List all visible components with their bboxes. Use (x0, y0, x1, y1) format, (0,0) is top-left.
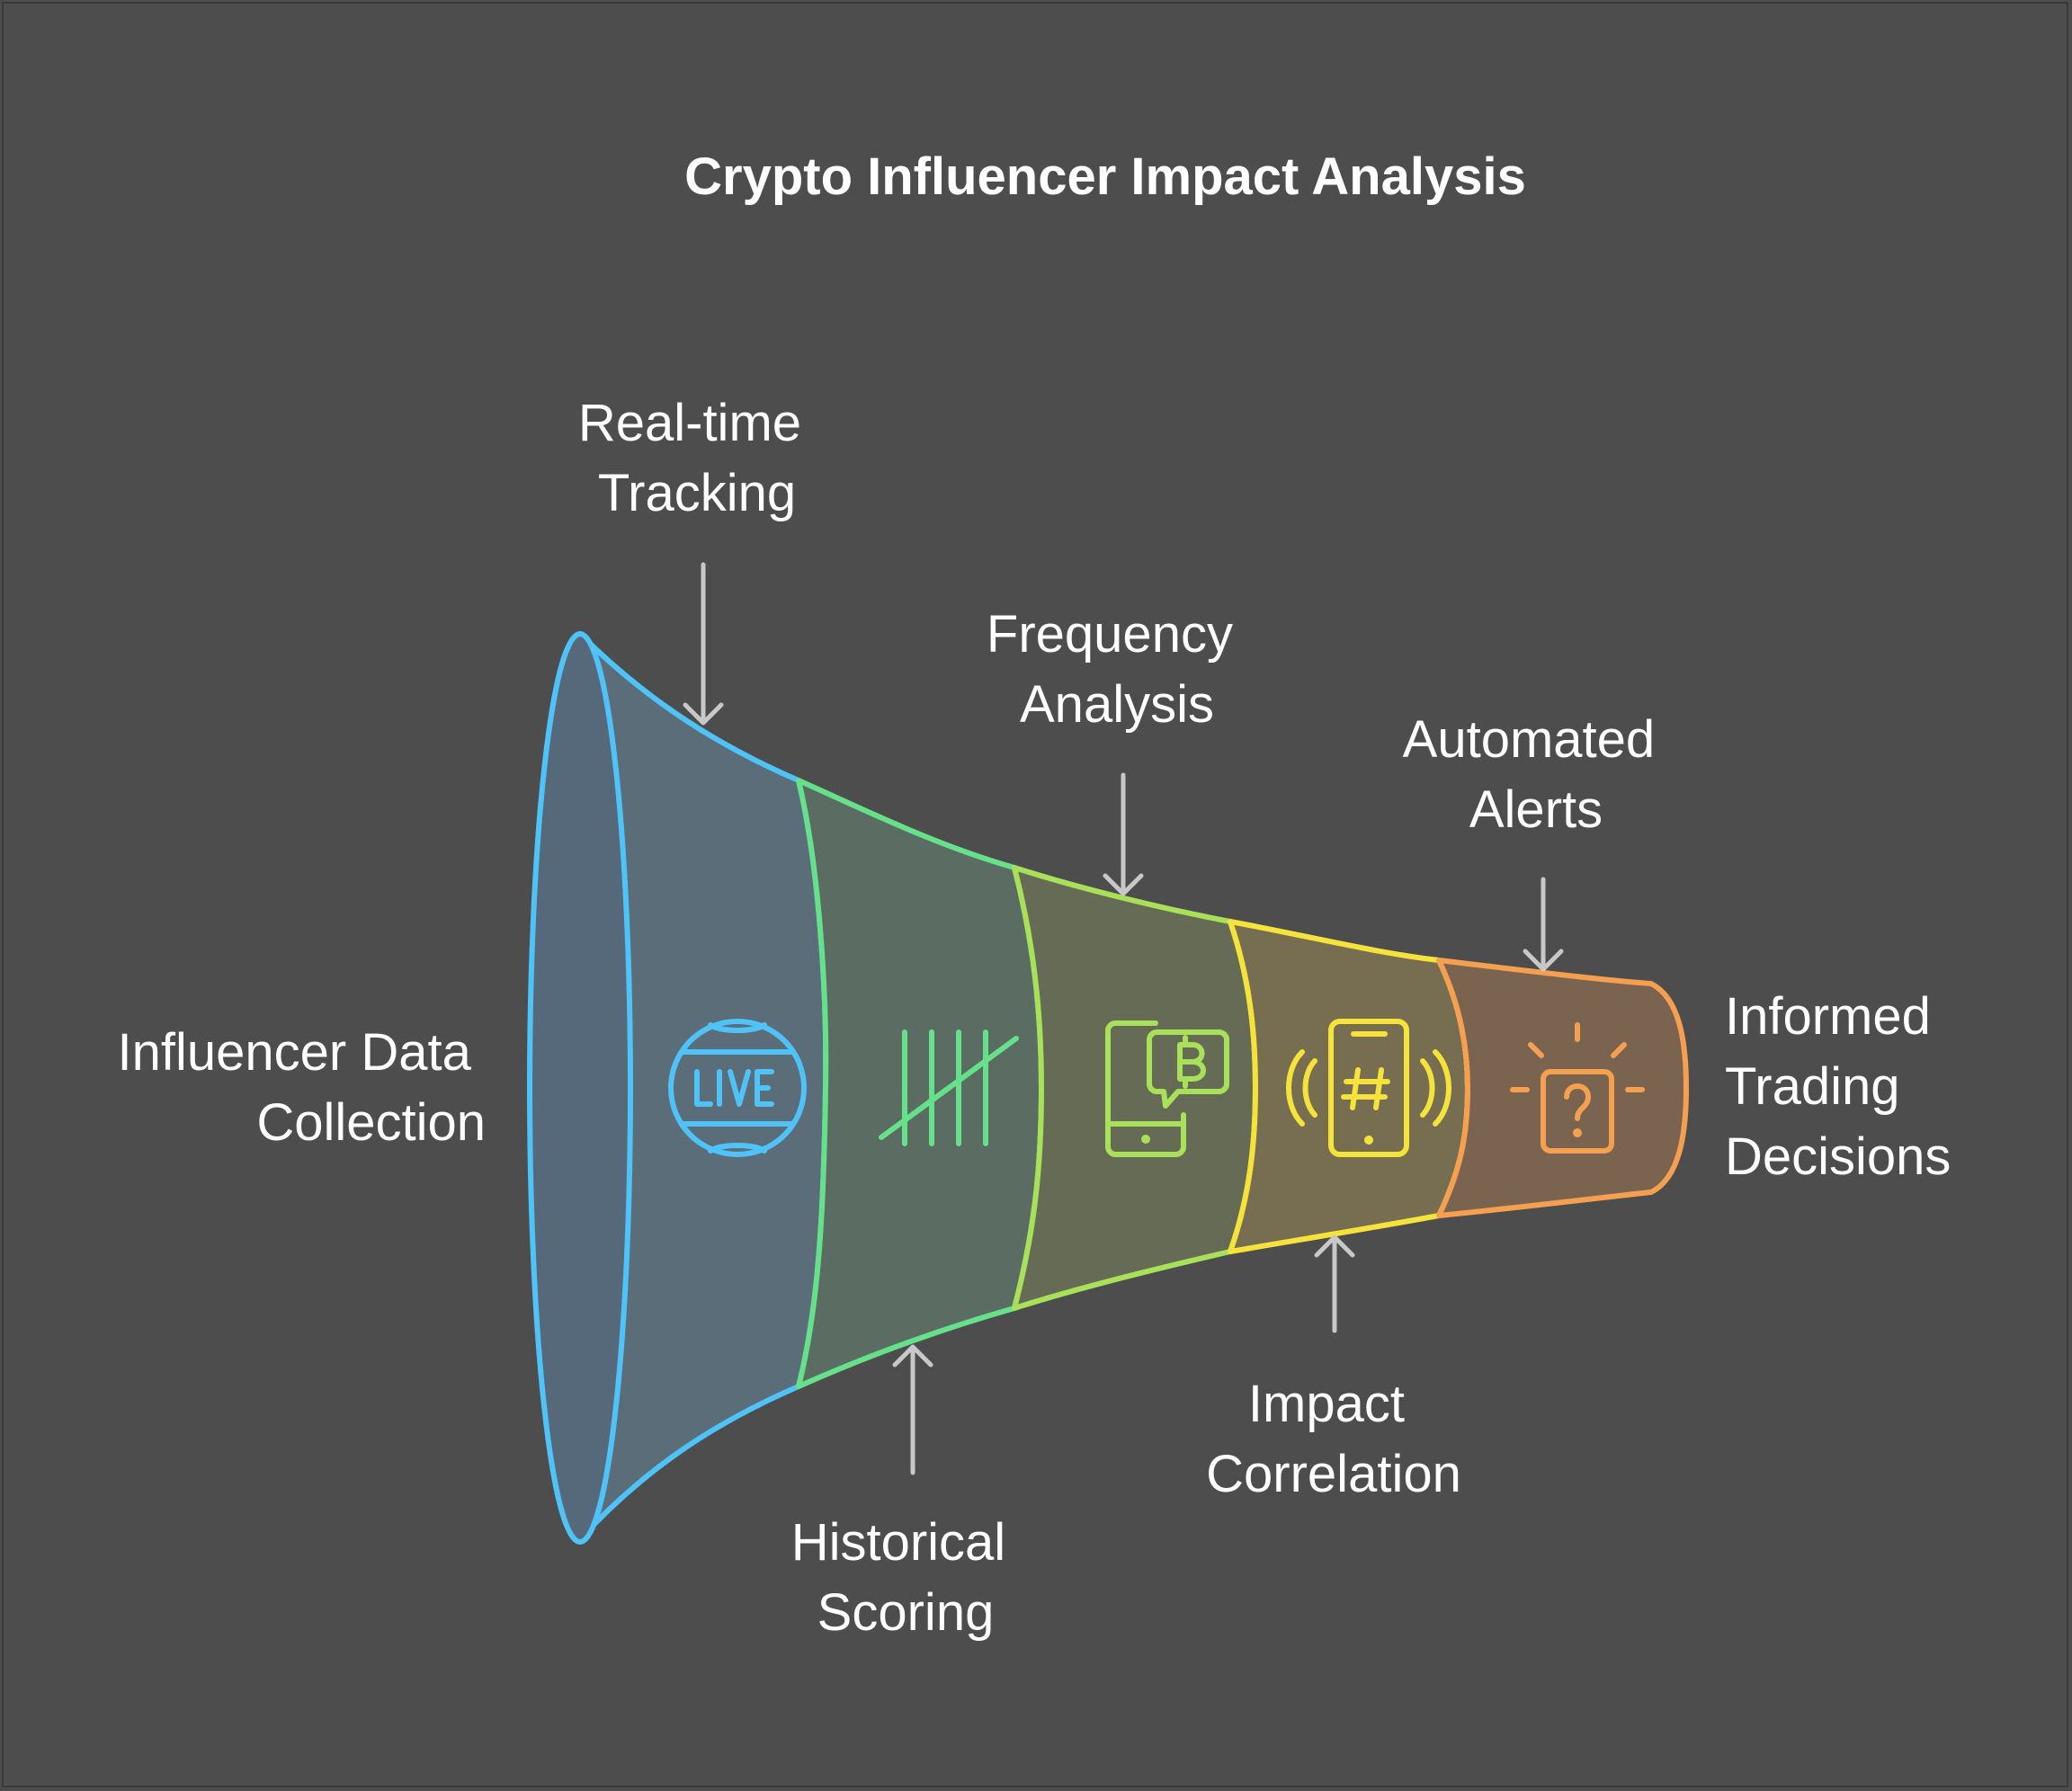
question-box-icon (1510, 1022, 1645, 1154)
arrow-real-time-tracking (683, 562, 724, 726)
live-globe-icon (668, 1019, 807, 1157)
phone-bitcoin-icon (1105, 1020, 1229, 1157)
arrow-frequency-analysis (1103, 772, 1144, 896)
label-automated-alerts: Automated Alerts (1403, 710, 1670, 839)
label-real-time-tracking: Real-time Tracking (578, 394, 816, 522)
label-informed-trading-decisions: Informed Trading Decisions (1725, 987, 1951, 1186)
label-frequency-analysis: Frequency Analysis (987, 605, 1247, 734)
phone-hashtag-icon (1286, 1019, 1451, 1157)
diagram-title: Crypto Influencer Impact Analysis (684, 147, 1526, 206)
label-impact-correlation: Impact Correlation (1206, 1375, 1461, 1503)
funnel-segment-5 (1436, 958, 1689, 1218)
arrow-automated-alerts (1523, 877, 1564, 972)
arrow-impact-correlation (1314, 1234, 1355, 1333)
label-historical-scoring: Historical Scoring (791, 1513, 1021, 1642)
funnel-segment-3 (1012, 865, 1259, 1311)
funnel-segment-1 (527, 631, 829, 1545)
funnel-segment-2 (796, 778, 1045, 1389)
arrow-historical-scoring (892, 1344, 933, 1475)
tally-marks-icon (879, 1029, 1019, 1146)
label-influencer-data-collection: Influencer Data Collection (118, 1023, 486, 1152)
callout-arrows (683, 562, 1564, 1475)
